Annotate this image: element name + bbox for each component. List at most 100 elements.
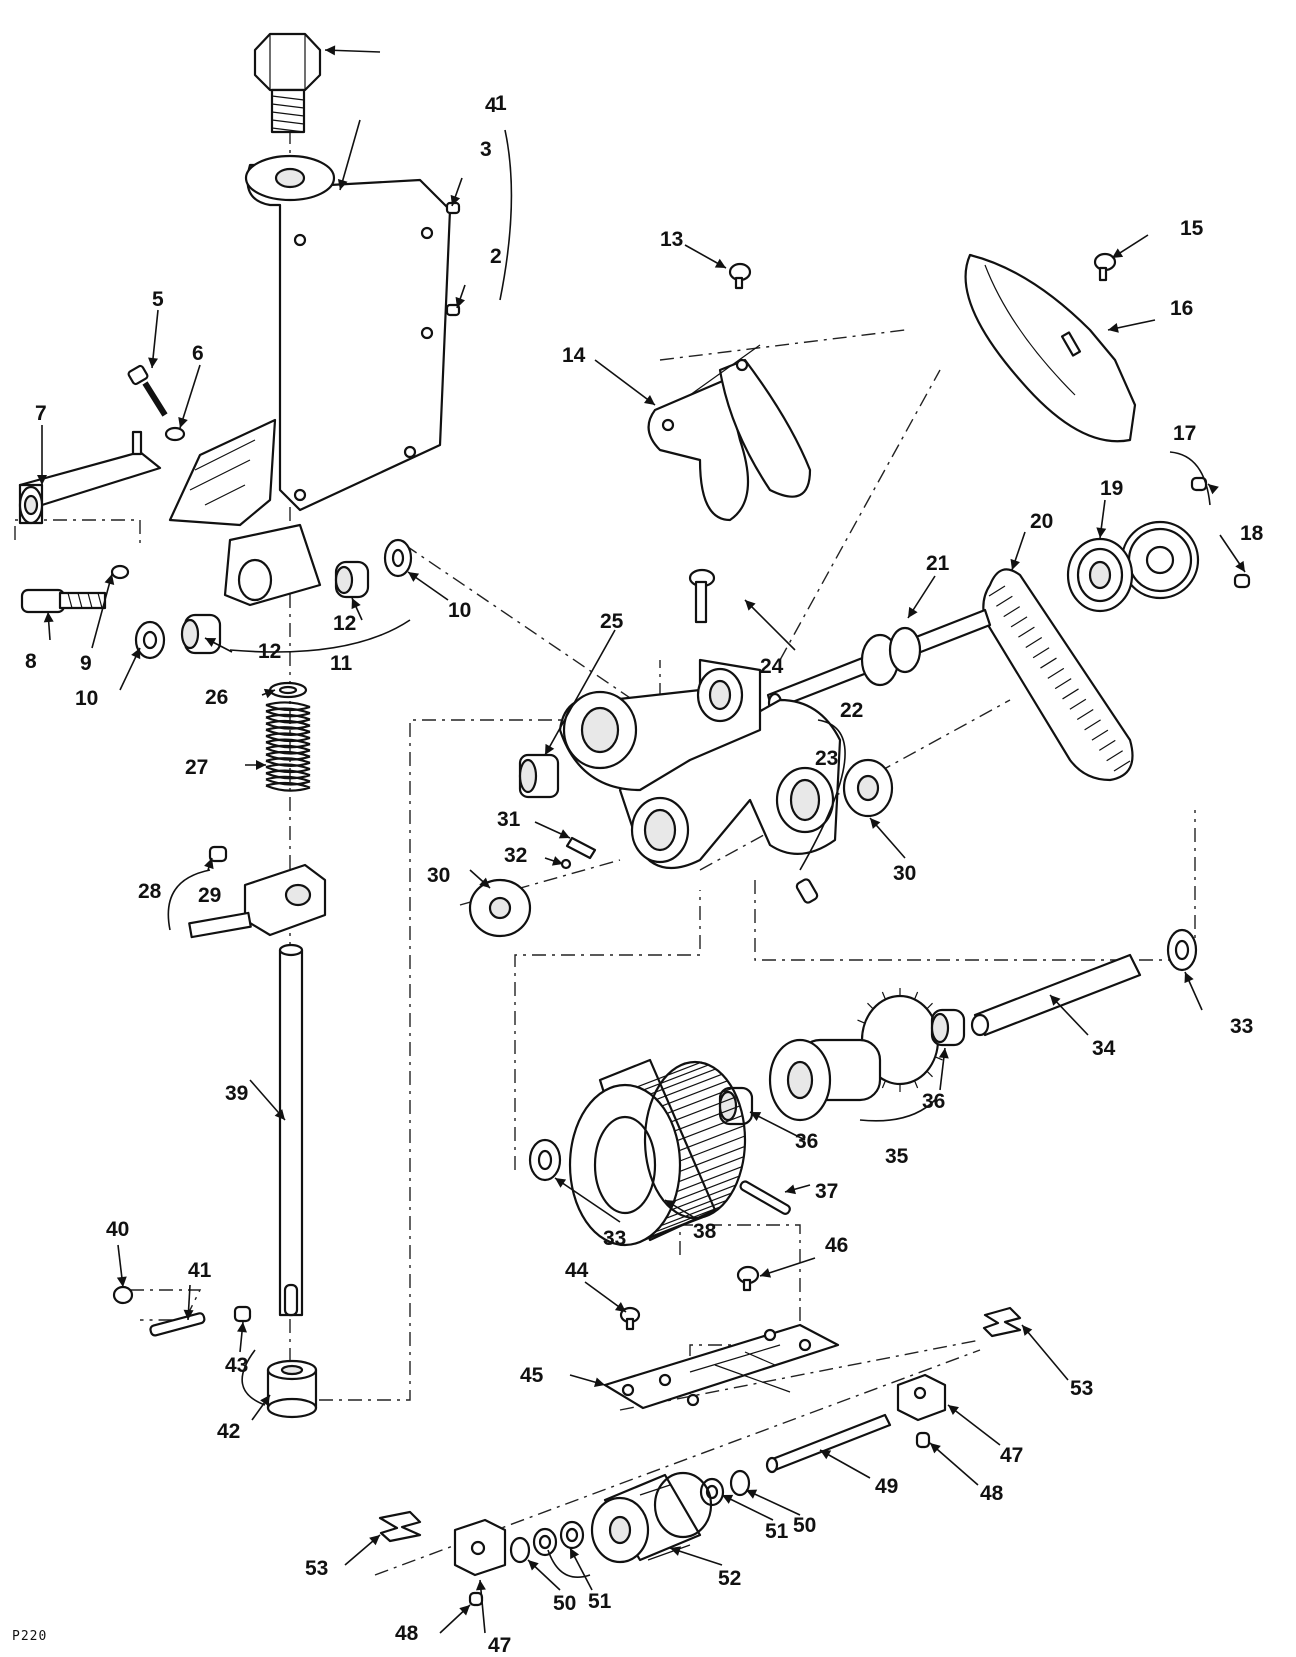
leader-arrowhead [459,1605,470,1616]
clamp-part-14 [647,344,812,522]
set-screw-part-43 [233,1305,252,1323]
set-screw-part-29 [208,845,228,863]
leader-line [744,599,796,651]
block-with-pin-part-28 [188,863,327,939]
callout-6: 6 [192,342,204,365]
set-screw-part-18 [1233,573,1251,589]
lever-arm-part-22 [618,698,842,870]
leader-arrowhead [43,612,54,623]
leader-arrowhead [260,1395,270,1407]
callout-12-left: 12 [258,640,281,663]
callout-30-right: 30 [893,862,916,885]
callout-15: 15 [1180,217,1204,240]
washer-part-10-left [134,620,166,660]
leader-arrowhead [570,1548,580,1560]
callout-10-left: 10 [75,687,98,710]
callout-30-left: 30 [427,864,450,887]
callout-43: 43 [225,1354,248,1377]
leader-arrowhead [1208,484,1219,495]
leader-arrowhead [183,1309,194,1320]
callout-42: 42 [217,1420,240,1443]
shaft-axis-line [754,810,1196,961]
retaining-ring-part-9 [110,564,130,580]
callout-28: 28 [138,880,162,903]
callout-45: 45 [520,1364,544,1387]
callout-5: 5 [152,288,164,311]
screw-part-15 [1093,252,1117,282]
leader-arrowhead [665,1200,677,1210]
callout-group-bracket [499,129,513,301]
callout-group-bracket [859,1099,936,1122]
vertical-rod-part-39 [278,943,304,1317]
leader-arrowhead [938,1048,949,1059]
callout-7: 7 [35,402,47,425]
callout-33-left: 33 [603,1227,626,1250]
callout-46: 46 [825,1234,848,1257]
leader-arrowhead [475,1580,486,1591]
callout-23: 23 [815,747,838,770]
leader-arrowhead [1022,1325,1033,1336]
leader-arrowhead [1184,972,1194,984]
callout-22: 22 [840,699,863,722]
callout-47-left: 47 [488,1634,511,1657]
leader-arrowhead [450,194,461,206]
leader-arrowhead [930,1443,941,1454]
callout-10-right: 10 [448,599,471,622]
callout-48-left: 48 [395,1622,419,1645]
callout-19: 19 [1100,477,1123,500]
callout-14: 14 [562,344,586,367]
leader-line [929,1442,979,1486]
leader-arrowhead [785,1184,796,1195]
lever-axis-line [290,660,661,1401]
leader-arrowhead [670,1546,682,1556]
leader-line [554,1177,621,1223]
leader-arrowhead [104,574,115,585]
leader-line [544,629,616,756]
leader-arrowhead [820,1450,832,1460]
shaft-part-21 [766,608,992,714]
leader-arrowhead [116,1276,127,1287]
leader-arrowhead [148,357,159,368]
callout-1: 1 [495,92,507,115]
pin-part-41 [149,1312,206,1337]
leader-arrowhead [178,416,188,428]
callout-32: 32 [504,844,527,867]
callout-49: 49 [875,1475,898,1498]
roller-part-52 [590,1471,713,1564]
spring-clip-part-31 [565,836,597,860]
washer-part-33-right [1166,928,1198,972]
callout-44: 44 [565,1259,589,1282]
leader-arrowhead [545,743,555,755]
washer-part-33-left [528,1138,562,1182]
callout-50-right: 50 [793,1514,816,1537]
set-screw-part-48-right [915,1431,931,1449]
leader-arrowhead [256,760,266,770]
bracket-part-47-left [453,1518,507,1577]
pin-axis-line [14,519,141,545]
leader-arrowhead [614,1302,626,1312]
hex-bolt-part-4 [253,32,322,134]
callout-9: 9 [80,652,92,675]
plate-front-axis-line [619,1339,981,1411]
timing-pulley-part-17 [1120,520,1200,600]
leader-arrowhead [1235,560,1245,572]
callout-48-right: 48 [980,1482,1004,1505]
ring-part-50-right [729,1469,751,1497]
bracket-part-47-right [896,1373,947,1422]
leader-line [947,1404,1001,1446]
leader-arrowhead [274,1109,285,1120]
callout-41: 41 [188,1259,212,1282]
callout-29: 29 [198,884,221,907]
leader-line [179,364,201,429]
leader-line [339,119,361,191]
leader-arrowhead [479,877,490,888]
leader-arrowhead [870,818,881,829]
leader-arrowhead [1108,323,1119,333]
pin-sleeve-part-7 [18,430,162,525]
leader-arrowhead [908,606,918,618]
callout-25: 25 [600,610,624,633]
ring-part-50-left [509,1536,531,1564]
leader-arrowhead [131,648,141,660]
leader-arrowhead [205,638,217,648]
callout-13: 13 [660,228,683,251]
